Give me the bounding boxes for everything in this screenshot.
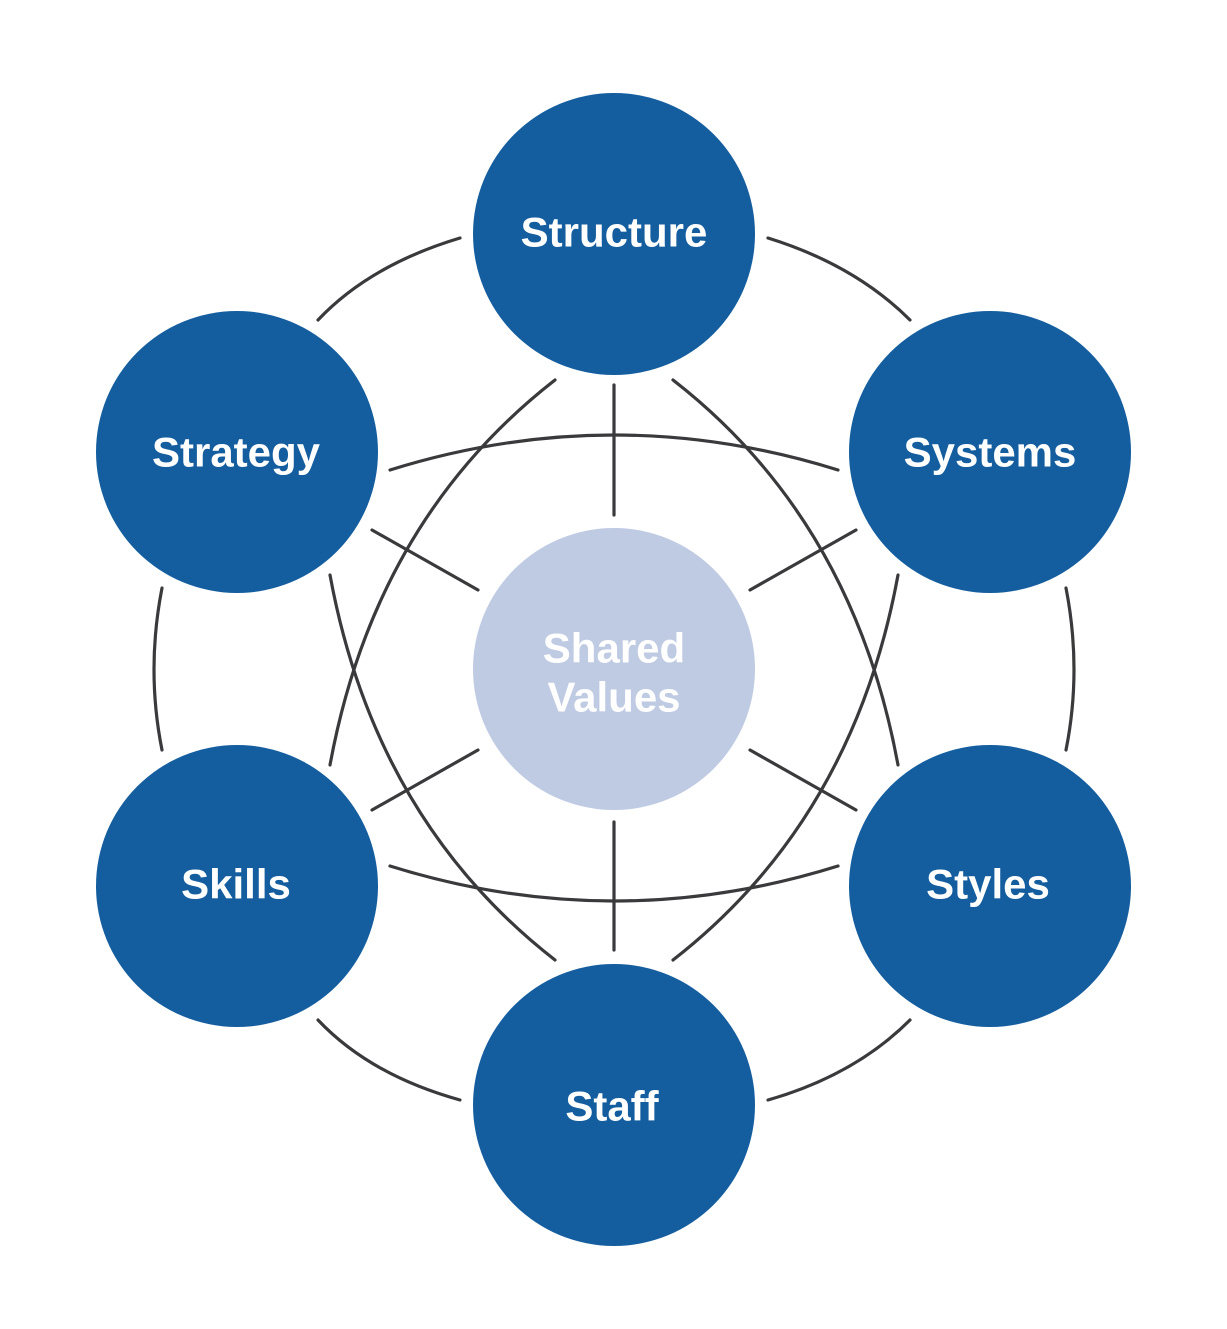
node-shared-values: Shared Values — [473, 528, 755, 810]
node-staff: Staff — [473, 964, 755, 1246]
arc-strategy-structure — [316, 236, 462, 322]
curve-strategy-staff — [328, 573, 557, 962]
spoke-styles — [748, 748, 858, 812]
node-structure: Structure — [473, 93, 755, 375]
systems-label: Systems — [904, 429, 1077, 476]
styles-label: Styles — [926, 861, 1050, 908]
curve-strategy-systems — [388, 433, 840, 472]
arc-styles-staff — [766, 1018, 912, 1102]
shared-values-label-line1: Shared — [543, 625, 685, 672]
shared-values-label-line2: Values — [547, 674, 680, 721]
arc-structure-systems — [766, 236, 912, 322]
structure-label: Structure — [521, 209, 708, 256]
node-skills: Skills — [96, 745, 378, 1027]
spoke-skills — [370, 748, 480, 812]
arc-skills-strategy — [152, 586, 164, 752]
curve-skills-styles — [388, 864, 840, 903]
curve-structure-skills — [328, 378, 557, 767]
node-systems: Systems — [849, 311, 1131, 593]
spoke-systems — [748, 528, 858, 592]
node-strategy: Strategy — [96, 311, 378, 593]
curve-systems-staff — [671, 573, 900, 962]
skills-label: Skills — [181, 861, 291, 908]
arc-systems-styles — [1064, 586, 1076, 752]
staff-label: Staff — [565, 1083, 659, 1130]
curve-structure-styles — [671, 378, 900, 767]
node-styles: Styles — [849, 745, 1131, 1027]
spoke-strategy — [370, 528, 480, 592]
connectors — [152, 236, 1076, 1102]
arc-staff-skills — [316, 1018, 462, 1102]
strategy-label: Strategy — [152, 429, 321, 476]
